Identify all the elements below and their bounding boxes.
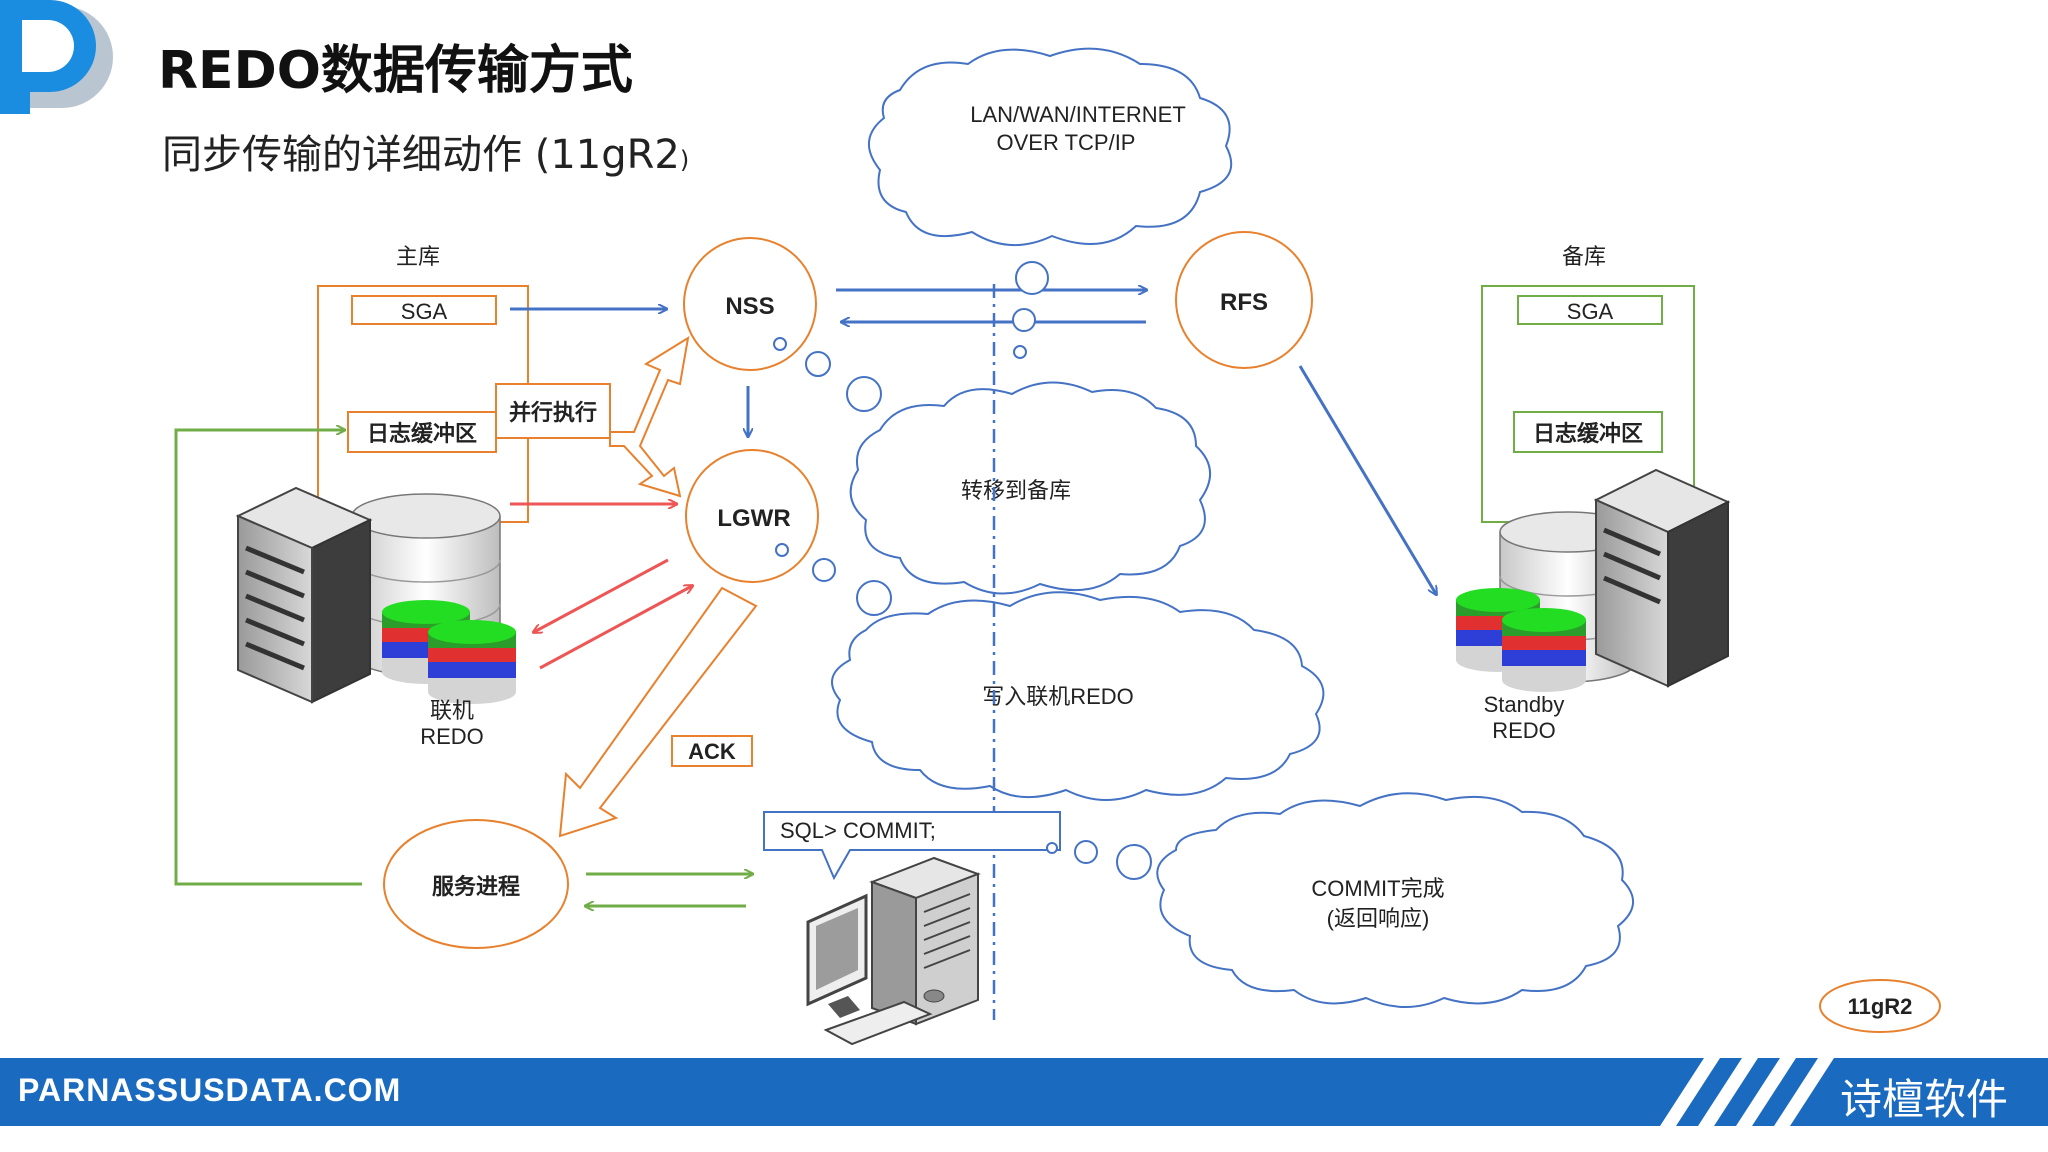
redo-to-lgwr-arrow (539, 586, 692, 670)
standby-redo-label-1: Standby (1484, 692, 1565, 717)
nss-label: NSS (725, 293, 774, 320)
commit-cloud (1156, 792, 1634, 1008)
standby-sga-box (1517, 295, 1663, 325)
commit-cloud-line1: COMMIT完成 (1311, 876, 1444, 901)
standby-sga-label: SGA (1567, 299, 1614, 324)
version-badge-label: 11gR2 (1848, 994, 1913, 1019)
page-title: REDO数据传输方式 (158, 41, 633, 101)
parallel-execution-box (495, 383, 611, 439)
parallel-fork-arrow (609, 335, 690, 498)
server-process-label: 服务进程 (432, 874, 520, 899)
primary-redo-label-2: REDO (420, 724, 484, 749)
rfs-process (1175, 231, 1313, 369)
version-badge (1819, 979, 1941, 1033)
rfs-label: RFS (1220, 289, 1268, 316)
primary-sga-label: SGA (401, 299, 448, 324)
page-subtitle: 同步传输的详细动作 (11gR2) (162, 122, 689, 180)
sql-commit-text: SQL> COMMIT; (780, 818, 936, 843)
footer-brand-name: 诗檀软件 (1840, 1075, 2009, 1124)
standby-log-buffer-box (1513, 411, 1663, 453)
write-redo-cloud-label: 写入联机REDO (982, 684, 1134, 709)
server-process (383, 819, 569, 949)
network-cloud-line2: OVER TCP/IP (997, 130, 1136, 155)
thought-bubbles (773, 261, 1152, 880)
ack-label: ACK (688, 739, 736, 764)
footer-stripes (1660, 1058, 1834, 1126)
ack-arrow (558, 586, 758, 838)
transfer-cloud (849, 381, 1212, 595)
server-to-logbuffer-arrow (174, 430, 362, 886)
lgwr-to-redo-arrow (534, 558, 669, 632)
network-cloud (867, 47, 1233, 246)
client-computer-icon (806, 856, 981, 1046)
standby-redo-label-2: REDO (1492, 718, 1556, 743)
network-cloud-line1: LAN/WAN/INTERNET (970, 102, 1186, 127)
subtitle-tail: ) (679, 146, 690, 174)
primary-log-buffer-label: 日志缓冲区 (367, 421, 477, 446)
nss-process (683, 237, 817, 371)
standby-label: 备库 (1562, 244, 1606, 269)
footer-site-url[interactable]: PARNASSUSDATA.COM (18, 1072, 402, 1108)
write-redo-cloud (831, 591, 1325, 801)
standby-log-buffer-label: 日志缓冲区 (1533, 421, 1643, 446)
parallel-execution-label: 并行执行 (509, 400, 597, 425)
primary-sga-box (351, 295, 497, 325)
transfer-cloud-label: 转移到备库 (961, 478, 1071, 503)
commit-cloud-line2: (返回响应) (1327, 906, 1430, 931)
primary-server-icon (235, 486, 373, 704)
ack-box (671, 735, 753, 767)
company-logo (0, 0, 113, 114)
lgwr-label: LGWR (717, 505, 790, 532)
sql-callout (763, 811, 1061, 881)
primary-label: 主库 (396, 244, 440, 269)
primary-log-buffer-box (347, 411, 497, 453)
subtitle-text: 同步传输的详细动作 (11gR2 (162, 132, 680, 178)
primary-redo-label-1: 联机 (430, 698, 474, 723)
rfs-to-standby-arrow (1298, 365, 1436, 594)
primary-redo-disks (382, 600, 516, 704)
standby-redo-disks (1456, 588, 1586, 692)
standby-server-icon (1593, 468, 1731, 688)
